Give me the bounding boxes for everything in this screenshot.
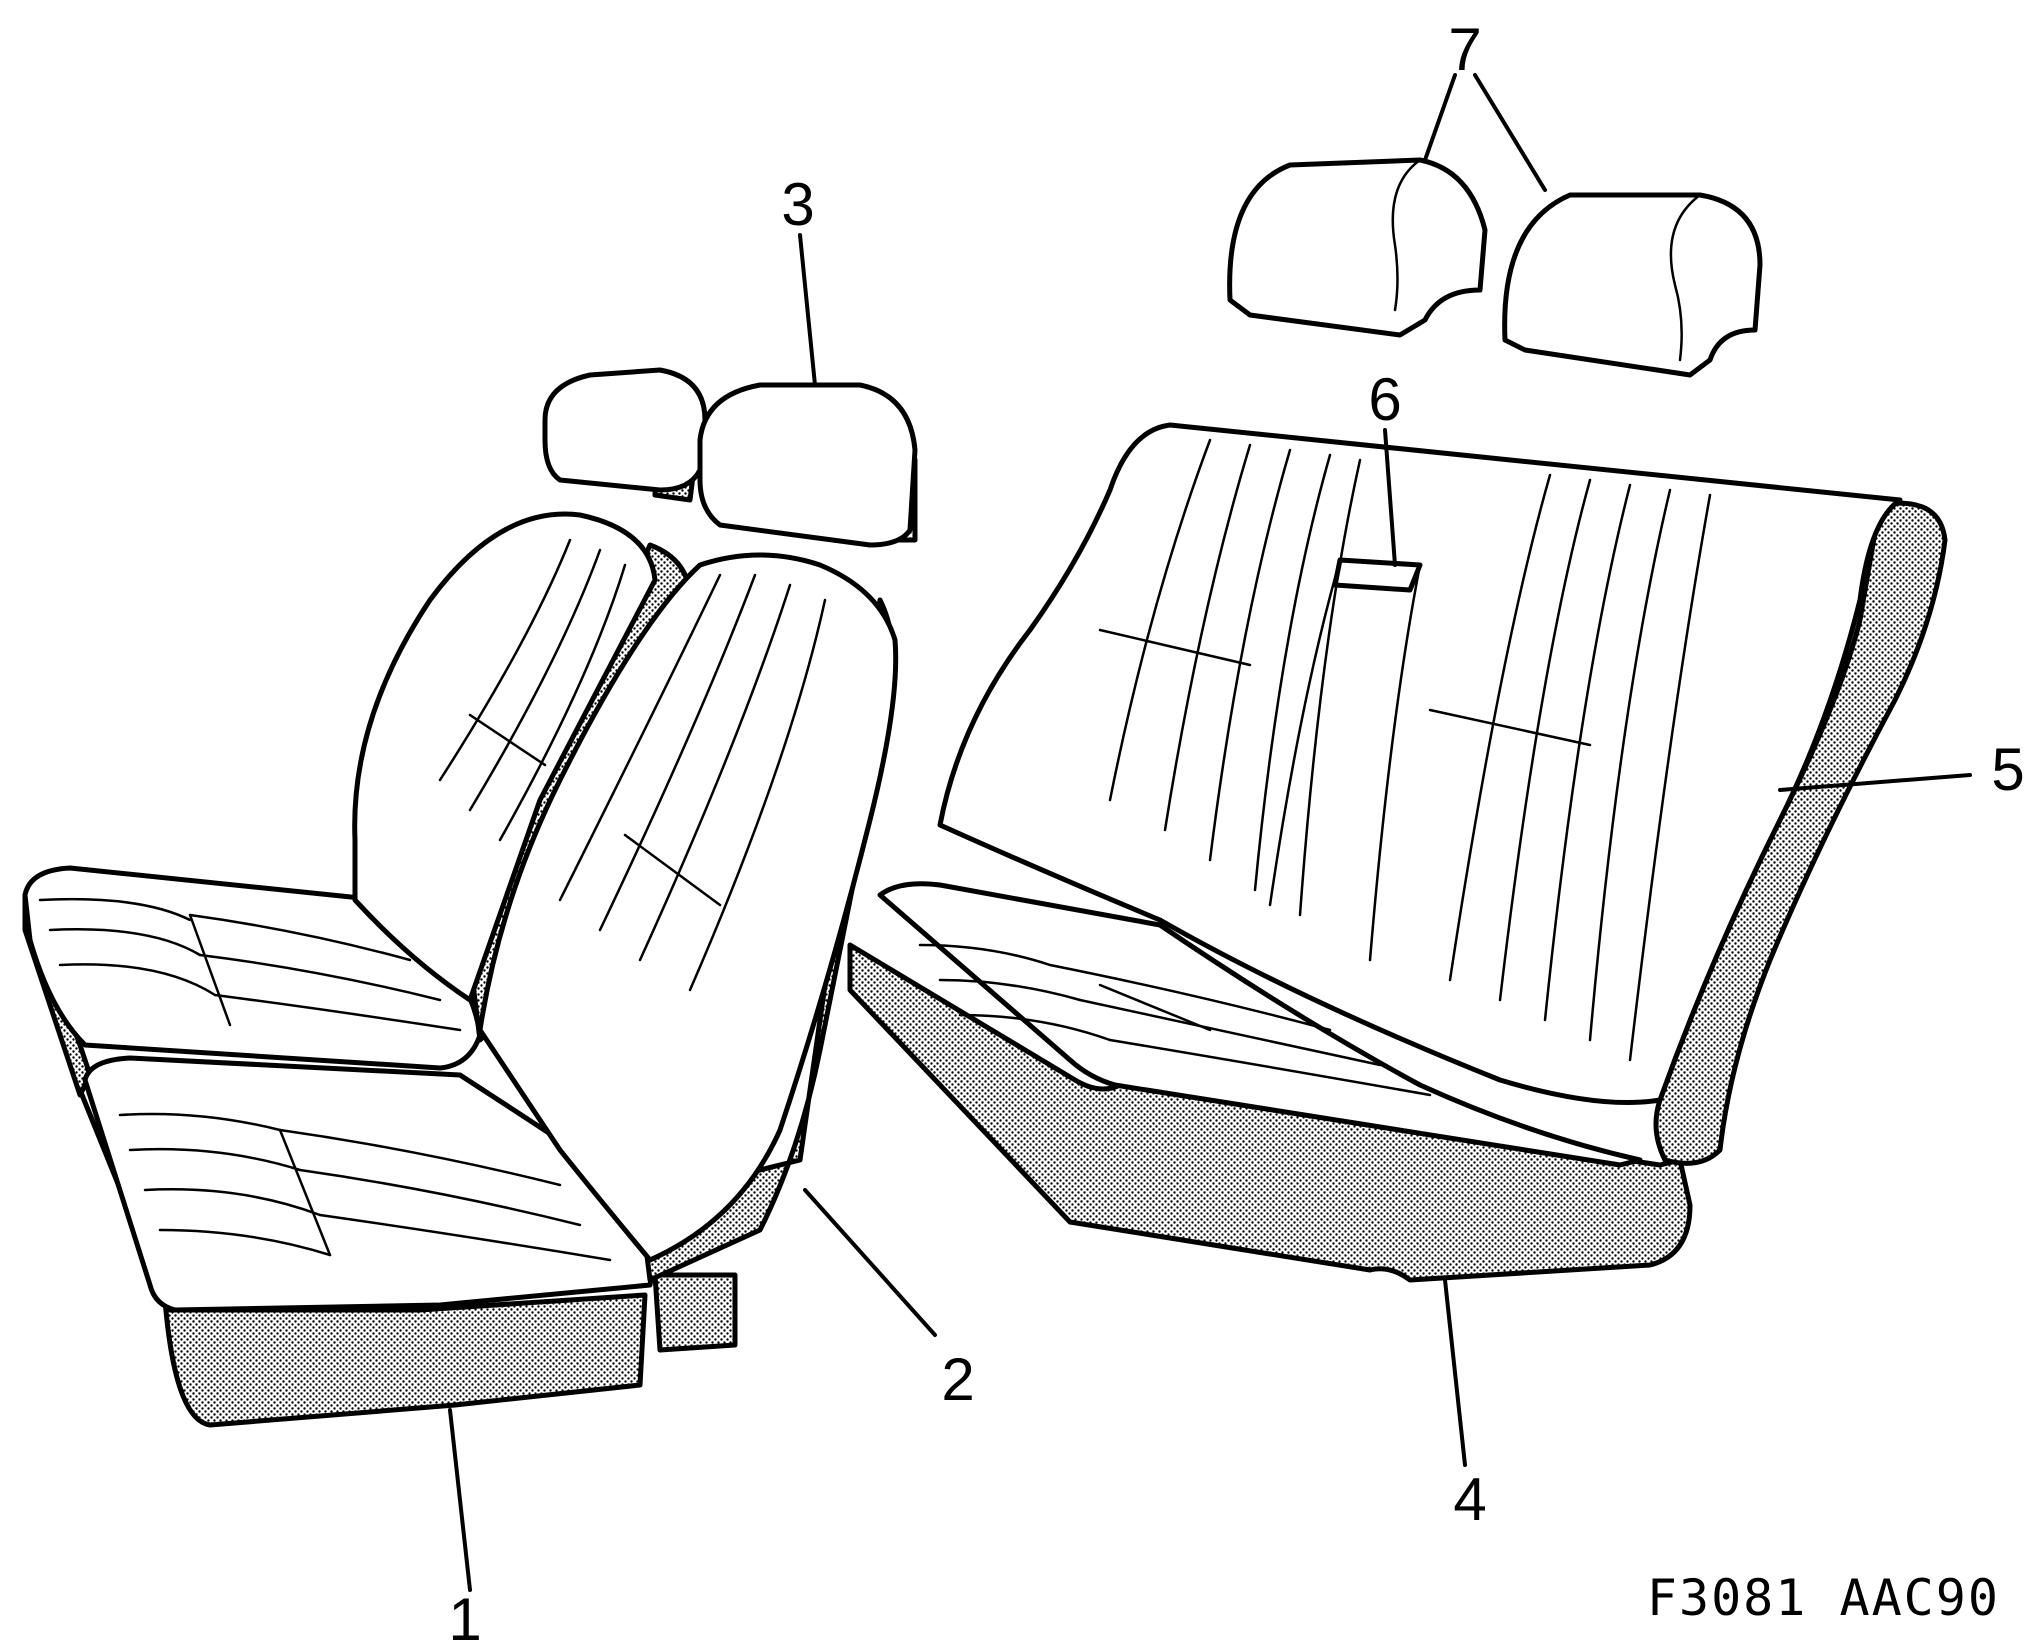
front-seat-backrest xyxy=(352,511,899,1283)
rear-seat-cushion xyxy=(847,881,1693,1283)
callout-7: 7 xyxy=(1448,16,1481,83)
callout-3: 3 xyxy=(781,171,814,238)
callout-1: 1 xyxy=(448,1586,481,1648)
figure-code: F3081 AAC90 xyxy=(1647,1569,2000,1627)
callout-5: 5 xyxy=(1991,736,2024,803)
callout-2: 2 xyxy=(941,1346,974,1413)
callout-4: 4 xyxy=(1453,1466,1486,1533)
front-headrests xyxy=(542,367,918,548)
rear-headrests xyxy=(1227,157,1763,378)
rear-seat-backrest xyxy=(937,422,1948,1166)
callout-6: 6 xyxy=(1368,366,1401,433)
callout-labels: 1 2 3 4 5 6 7 xyxy=(448,16,2024,1648)
leader-lines xyxy=(448,73,1972,1592)
